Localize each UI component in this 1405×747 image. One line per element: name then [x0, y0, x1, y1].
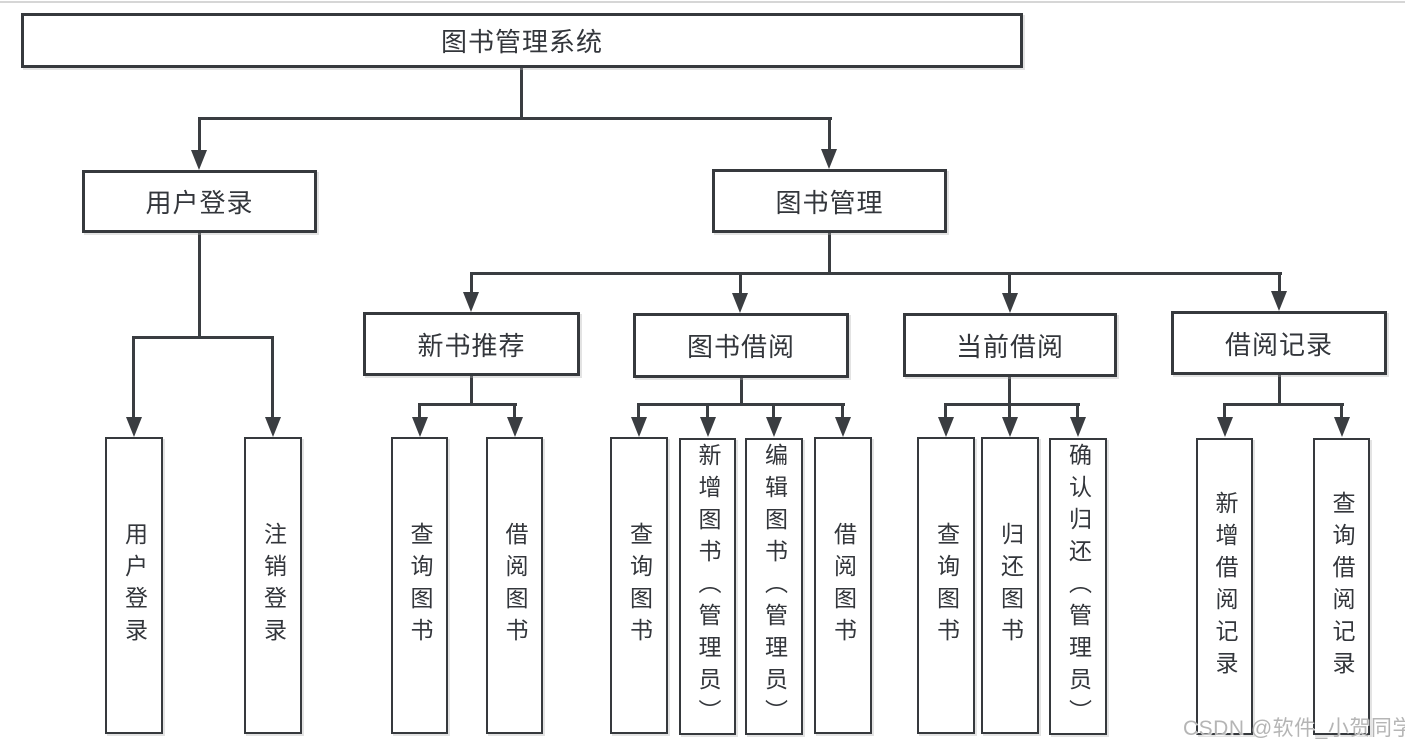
connector-line	[739, 272, 742, 295]
arrow-down-icon	[265, 417, 281, 437]
connector-line	[944, 403, 947, 419]
leaf-logout: 注销登录	[244, 437, 302, 734]
leaf-confirm-return-admin: 确认归还（管理员）	[1049, 438, 1107, 735]
leaf-query-books-3-label: 查询图书	[933, 521, 960, 650]
arrow-down-icon	[1070, 417, 1086, 437]
connector-line	[470, 272, 1282, 275]
arrow-down-icon	[1002, 293, 1018, 313]
leaf-query-borrow-record-label: 查询借阅记录	[1329, 490, 1355, 683]
leaf-borrow-books-1-label: 借阅图书	[502, 521, 528, 650]
connector-line	[132, 336, 135, 419]
connector-line	[706, 403, 709, 419]
leaf-return-books: 归还图书	[981, 437, 1039, 734]
arrow-down-icon	[732, 293, 748, 313]
leaf-query-borrow-record: 查询借阅记录	[1313, 438, 1370, 735]
top-edge-divider	[0, 1, 1405, 3]
connector-line	[418, 403, 517, 406]
arrow-down-icon	[507, 417, 523, 437]
connector-line	[637, 403, 640, 419]
watermark: CSDN @软件_小贺同学	[1183, 717, 1405, 740]
node-user-login: 用户登录	[82, 170, 317, 233]
node-new-book-recommendation-label: 新书推荐	[417, 330, 526, 361]
connector-line	[198, 117, 201, 152]
connector-line	[198, 233, 201, 338]
leaf-query-books-1: 查询图书	[391, 437, 448, 734]
connector-line	[1008, 272, 1011, 295]
leaf-edit-book-admin-label: 编辑图书（管理员）	[761, 442, 788, 731]
leaf-add-borrow-record-label: 新增借阅记录	[1212, 490, 1238, 683]
node-book-borrowing-label: 图书借阅	[686, 332, 795, 362]
connector-line	[132, 336, 274, 339]
arrow-down-icon	[463, 292, 479, 312]
leaf-user-login: 用户登录	[105, 437, 163, 734]
leaf-query-books-2: 查询图书	[610, 437, 668, 734]
connector-line	[1076, 403, 1079, 419]
connector-line	[1008, 377, 1011, 406]
leaf-edit-book-admin: 编辑图书（管理员）	[745, 438, 803, 735]
connector-line	[772, 403, 775, 419]
arrow-down-icon	[766, 417, 782, 437]
leaf-borrow-books-2-label: 借阅图书	[830, 521, 857, 650]
leaf-confirm-return-admin-label: 确认归还（管理员）	[1065, 442, 1092, 731]
connector-line	[1008, 403, 1011, 419]
connector-line	[637, 403, 845, 406]
connector-line	[828, 117, 831, 151]
leaf-borrow-books-1: 借阅图书	[486, 437, 543, 734]
node-book-management-label: 图书管理	[775, 187, 884, 218]
leaf-query-books-1-label: 查询图书	[407, 521, 433, 650]
connector-line	[1278, 375, 1281, 406]
connector-line	[1223, 403, 1226, 419]
node-borrowing-records-label: 借阅记录	[1224, 329, 1333, 360]
connector-line	[198, 117, 832, 120]
node-book-borrowing: 图书借阅	[633, 313, 849, 378]
connector-line	[470, 376, 473, 406]
leaf-user-login-label: 用户登录	[121, 521, 148, 650]
node-current-borrowing-label: 当前借阅	[955, 331, 1064, 362]
connector-line	[944, 403, 1080, 406]
connector-line	[740, 378, 743, 406]
arrow-down-icon	[1271, 291, 1287, 311]
connector-line	[1278, 272, 1281, 293]
node-book-management: 图书管理	[712, 169, 947, 233]
connector-line	[470, 272, 473, 295]
arrow-down-icon	[1217, 417, 1233, 437]
connector-line	[1340, 403, 1343, 419]
node-borrowing-records: 借阅记录	[1171, 311, 1387, 375]
node-user-login-label: 用户登录	[145, 188, 254, 218]
connector-line	[418, 403, 421, 419]
arrow-down-icon	[631, 417, 647, 437]
arrow-down-icon	[126, 417, 142, 437]
node-root: 图书管理系统	[21, 13, 1023, 68]
connector-line	[513, 403, 516, 419]
leaf-add-book-admin: 新增图书（管理员）	[679, 438, 736, 735]
leaf-add-borrow-record: 新增借阅记录	[1196, 438, 1253, 735]
node-root-label: 图书管理系统	[440, 27, 603, 57]
arrow-down-icon	[700, 417, 716, 437]
connector-line	[828, 233, 831, 274]
connector-line	[1223, 403, 1344, 406]
leaf-borrow-books-2: 借阅图书	[814, 437, 872, 734]
leaf-logout-label: 注销登录	[260, 521, 287, 650]
leaf-return-books-label: 归还图书	[997, 521, 1024, 650]
arrow-down-icon	[835, 417, 851, 437]
arrow-down-icon	[821, 149, 837, 169]
arrow-down-icon	[1334, 417, 1350, 437]
arrow-down-icon	[938, 417, 954, 437]
node-current-borrowing: 当前借阅	[903, 313, 1117, 377]
arrow-down-icon	[412, 417, 428, 437]
leaf-query-books-3: 查询图书	[917, 437, 975, 734]
arrow-down-icon	[191, 150, 207, 170]
connector-line	[841, 403, 844, 419]
node-new-book-recommendation: 新书推荐	[363, 312, 580, 376]
connector-line	[271, 336, 274, 419]
leaf-add-book-admin-label: 新增图书（管理员）	[695, 442, 721, 731]
leaf-query-books-2-label: 查询图书	[626, 521, 653, 650]
arrow-down-icon	[1002, 417, 1018, 437]
connector-line	[520, 68, 523, 119]
